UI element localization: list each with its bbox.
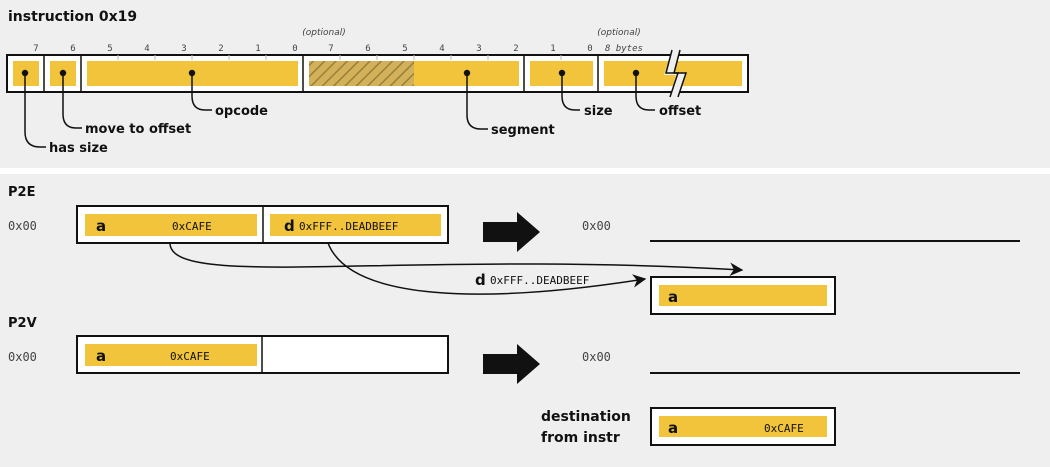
p2v-destination-label-1: destination (541, 409, 631, 425)
p2v-address-right: 0x00 (582, 350, 611, 364)
p2v-title: P2V (8, 316, 37, 331)
p2v-cell-a-letter: a (96, 347, 106, 365)
p2e-arrow-value: 0xFFF..DEADBEEF (490, 274, 589, 287)
p2e-address-right: 0x00 (582, 219, 611, 233)
bit-dividers (117, 55, 562, 60)
label-has-size: has size (49, 141, 108, 156)
field-leaders (24, 73, 655, 148)
bit-number: 3 (476, 44, 481, 54)
p2e-transform-arrow (483, 212, 540, 252)
p2v-address-left: 0x00 (8, 350, 37, 364)
bit-numbers-byte1: 7 6 5 4 3 2 1 0 (33, 44, 297, 54)
bit-number: 7 (33, 44, 38, 54)
field-dots (21, 69, 640, 77)
bit-number: 1 (550, 44, 555, 54)
p2v-transform-arrow (483, 344, 540, 384)
bit-number: 2 (513, 44, 518, 54)
bit-number: 5 (107, 44, 112, 54)
offset-bytes-label: 8 bytes (605, 44, 643, 54)
bit-number: 4 (144, 44, 149, 54)
bit-number: 0 (292, 44, 297, 54)
field-segment-reserved (309, 61, 414, 86)
bit-numbers-byte2: 7 6 5 4 3 2 1 0 (328, 44, 592, 54)
label-move-to-offset: move to offset (85, 122, 191, 137)
p2v-cell-a (85, 344, 257, 366)
bit-number: 4 (439, 44, 444, 54)
p2e-flow-arrow-a (169, 242, 744, 277)
bit-number: 6 (365, 44, 370, 54)
p2e-result-letter: a (668, 288, 678, 306)
bit-number: 7 (328, 44, 333, 54)
p2e-cell-a (85, 214, 257, 236)
p2v-destination-label-2: from instr (541, 430, 620, 446)
p2e-cell-d (270, 214, 441, 236)
byte-dividers (43, 55, 599, 92)
p2v-destination-value: 0xCAFE (764, 422, 804, 435)
p2e-flow-arrow-d (327, 242, 647, 295)
bit-number: 3 (181, 44, 186, 54)
p2v-cell-a-value: 0xCAFE (170, 350, 210, 363)
bit-number: 0 (587, 44, 592, 54)
p2e-result-cell (659, 285, 827, 306)
bit-number: 1 (255, 44, 260, 54)
p2e-arrow-letter: d (475, 271, 486, 289)
label-opcode: opcode (215, 104, 268, 119)
optional-label-segment: (optional) (302, 28, 346, 38)
bit-number: 6 (70, 44, 75, 54)
optional-label-offset: (optional) (597, 28, 641, 38)
p2e-title: P2E (8, 185, 35, 200)
p2v-destination-letter: a (668, 419, 678, 437)
p2e-cell-d-letter: d (284, 217, 295, 235)
label-segment: segment (491, 123, 555, 138)
p2e-cell-d-value: 0xFFF..DEADBEEF (299, 220, 398, 233)
p2e-address-left: 0x00 (8, 219, 37, 233)
bit-number: 2 (218, 44, 223, 54)
instruction-title: instruction 0x19 (8, 9, 137, 25)
label-offset: offset (659, 104, 701, 119)
label-size: size (584, 104, 613, 119)
bit-number: 5 (402, 44, 407, 54)
p2v-destination-cell (659, 416, 827, 437)
p2e-cell-a-letter: a (96, 217, 106, 235)
p2e-cell-a-value: 0xCAFE (172, 220, 212, 233)
field-labels: has size move to offset opcode segment s… (49, 104, 701, 156)
